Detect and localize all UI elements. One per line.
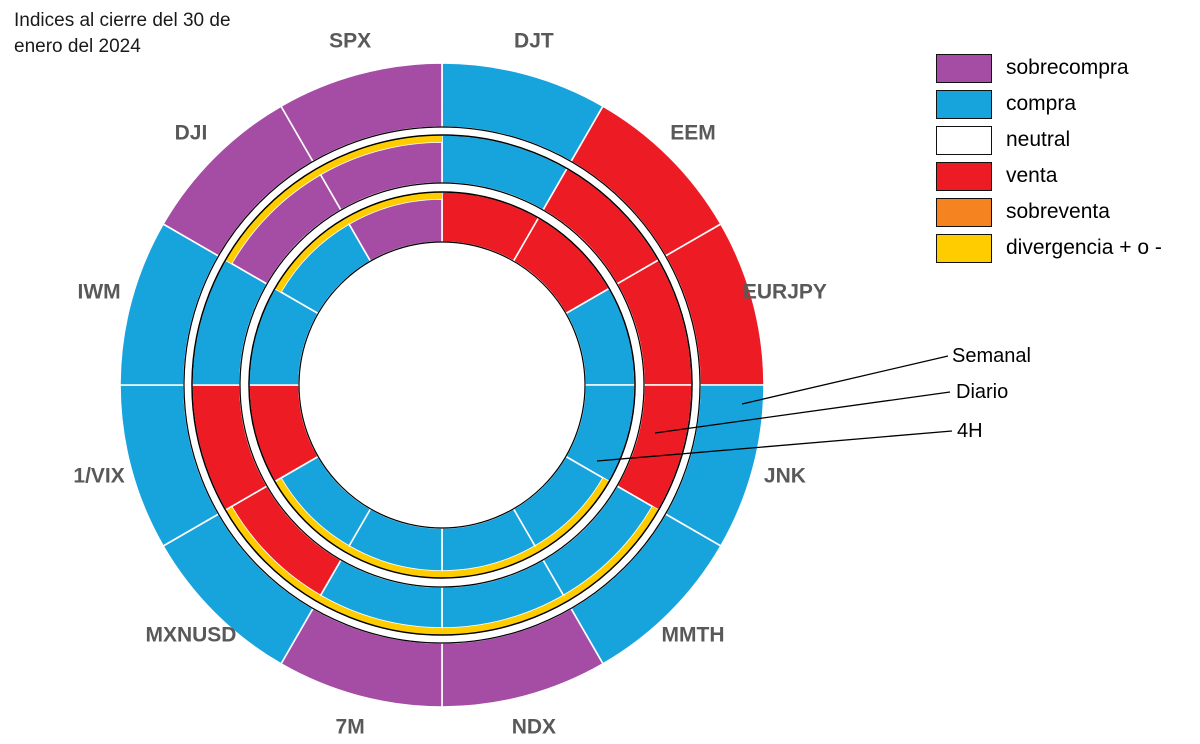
ring-outline-outer-b-1 <box>191 134 443 636</box>
legend-label: sobrecompra <box>1006 56 1129 79</box>
sector-label-EEM: EEM <box>670 122 716 145</box>
legend-item: sobreventa <box>936 194 1162 230</box>
ring-semanal <box>119 62 765 708</box>
ring-leader-lines <box>596 355 953 462</box>
chart-title: Indices al cierre del 30 de enero del 20… <box>14 10 231 57</box>
divergencia-band-diario-MMTH <box>563 506 659 602</box>
ring-outline-inner-a-1 <box>441 182 645 588</box>
divergencia-band-diario-SPX <box>317 135 442 175</box>
chart-legend: sobrecompra compra neutral venta sobreventa… <box>936 50 1162 266</box>
ring-outline-outer-a-1 <box>441 134 693 636</box>
sector-labels: DJT EEM EURJPY JNK MMTH NDX 7M MXNUSD 1/VIX IWM DJ… <box>73 30 827 739</box>
sector-label-IWM: IWM <box>78 281 121 304</box>
divergencia-band-4h-MXNUSD <box>274 478 349 553</box>
legend-swatch-sobrecompra <box>936 53 992 83</box>
ring-annotation-4h: 4H <box>957 420 983 442</box>
sector-label-7M: 7M <box>336 715 365 738</box>
ring-4h <box>248 191 636 579</box>
divergencia-band-4h-7M <box>345 546 442 578</box>
legend-swatch-venta <box>936 161 992 191</box>
legend-swatch-compra <box>936 89 992 119</box>
legend-swatch-neutral <box>936 125 992 155</box>
leader-line-4h <box>596 430 953 462</box>
divergencia-band-diario-DJI <box>225 168 321 264</box>
ring-annotation-diario: Diario <box>956 381 1009 403</box>
sector-label-MMTH: MMTH <box>662 624 725 647</box>
divergencia-band-diario-7M <box>317 595 442 635</box>
ring-outline-inner-b-1 <box>239 182 443 588</box>
ring-outline-inner-a-2 <box>441 241 586 529</box>
ring-outline-inner-b-2 <box>298 241 443 529</box>
sector-label-EURJPY: EURJPY <box>743 281 827 304</box>
ring-outline-outer-a-2 <box>441 191 636 579</box>
ring-outline-outer-b-2 <box>248 191 443 579</box>
legend-label: divergencia + o - <box>1006 236 1162 259</box>
legend-item: sobrecompra <box>936 50 1162 86</box>
divergencia-band-4h-NDX <box>442 546 539 578</box>
legend-item: neutral <box>936 122 1162 158</box>
ring-outline-inner-b-0 <box>183 126 443 644</box>
sector-label-DJI: DJI <box>175 122 208 145</box>
divergencia-band-diario-NDX <box>442 595 567 635</box>
sector-label-MXNUSD: MXNUSD <box>145 624 236 647</box>
divergencia-band-4h-MMTH <box>535 478 610 553</box>
legend-item: compra <box>936 86 1162 122</box>
legend-label: compra <box>1006 92 1077 115</box>
legend-swatch-sobreventa <box>936 197 992 227</box>
legend-item: venta <box>936 158 1162 194</box>
sector-label-SPX: SPX <box>329 30 371 53</box>
sector-label-NDX: NDX <box>512 715 556 738</box>
legend-label: venta <box>1006 164 1058 187</box>
ring-outline-inner-a-0 <box>441 126 701 644</box>
sector-label-DJT: DJT <box>514 30 554 53</box>
legend-swatch-divergencia <box>936 233 992 263</box>
ring-diario <box>191 134 693 636</box>
legend-item: divergencia + o - <box>936 230 1162 266</box>
donut-rings <box>119 62 765 708</box>
divergencia-band-4h-DJI <box>274 217 349 292</box>
leader-line-diario <box>654 391 951 434</box>
legend-label: neutral <box>1006 128 1071 151</box>
divergencia-band-diario-MXNUSD <box>225 506 321 602</box>
divergencia-band-4h-SPX <box>345 192 442 224</box>
leader-line-semanal <box>741 355 949 405</box>
sector-label-1VIX: 1/VIX <box>73 464 124 487</box>
ring-annotation-semanal: Semanal <box>952 345 1031 367</box>
sector-label-JNK: JNK <box>764 464 806 487</box>
legend-label: sobreventa <box>1006 200 1110 223</box>
